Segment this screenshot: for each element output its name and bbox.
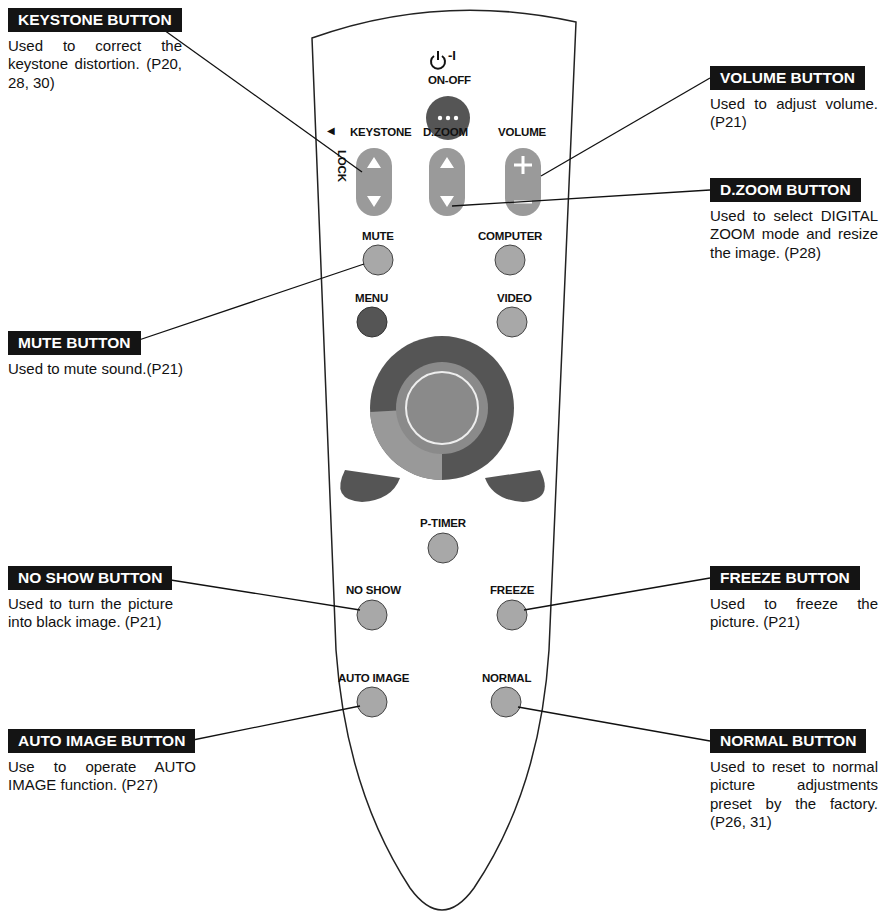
callout-description: Used to reset to normal picture adjustme… bbox=[710, 758, 878, 831]
button-label: ◀ bbox=[327, 125, 335, 136]
volume-rocker bbox=[505, 148, 541, 216]
button-label: MENU bbox=[355, 292, 388, 304]
volume-signs bbox=[514, 156, 532, 202]
callout-description: Used to select DIGITAL ZOOM mode and res… bbox=[710, 207, 878, 262]
callout-normal: NORMAL BUTTON Used to reset to normal pic… bbox=[710, 729, 878, 831]
callout-heading: FREEZE BUTTON bbox=[710, 566, 860, 590]
callout-heading: KEYSTONE BUTTON bbox=[8, 8, 182, 32]
button-label: KEYSTONE bbox=[350, 126, 411, 138]
button-label: VOLUME bbox=[498, 126, 546, 138]
callout-heading: NORMAL BUTTON bbox=[710, 729, 866, 753]
keystone-rocker bbox=[356, 148, 392, 216]
callout-heading: AUTO IMAGE BUTTON bbox=[8, 729, 195, 753]
callout-description: Used to adjust volume. (P21) bbox=[710, 95, 878, 132]
nav-pad-inner bbox=[396, 362, 488, 454]
button-label: COMPUTER bbox=[478, 230, 542, 242]
button-label: AUTO IMAGE bbox=[338, 672, 409, 684]
button-label: VIDEO bbox=[497, 292, 532, 304]
callout-keystone: KEYSTONE BUTTON Used to correct the keyst… bbox=[8, 8, 182, 92]
leader-lines bbox=[130, 20, 710, 741]
callout-auto-image: AUTO IMAGE BUTTON Use to operate AUTO IMA… bbox=[8, 729, 196, 795]
power-dots bbox=[438, 116, 458, 120]
callout-description: Used to turn the picture into black imag… bbox=[8, 595, 173, 632]
button-label: NO SHOW bbox=[346, 584, 401, 596]
callout-heading: VOLUME BUTTON bbox=[710, 66, 865, 90]
button-label: LOCK bbox=[336, 150, 348, 182]
callout-zoom: D.ZOOM BUTTON Used to select DIGITAL ZOOM… bbox=[710, 178, 878, 262]
callout-heading: MUTE BUTTON bbox=[8, 331, 141, 355]
callout-freeze: FREEZE BUTTON Used to freeze the picture.… bbox=[710, 566, 878, 632]
power-icon bbox=[431, 51, 445, 69]
keystone-arrows bbox=[367, 157, 381, 207]
remote-housing bbox=[312, 10, 576, 910]
zoom-arrows bbox=[440, 157, 454, 207]
callout-description: Used to correct the keystone distortion.… bbox=[8, 37, 182, 92]
nav-pad bbox=[370, 336, 514, 480]
button-label: ON-OFF bbox=[428, 74, 471, 86]
button-label: D.ZOOM bbox=[423, 126, 468, 138]
callout-description: Used to mute sound.(P21) bbox=[8, 360, 238, 378]
nav-pad-ring bbox=[406, 372, 478, 444]
right-wing bbox=[485, 470, 545, 502]
button-label: -I bbox=[448, 48, 456, 63]
callout-no-show: NO SHOW BUTTON Used to turn the picture i… bbox=[8, 566, 173, 632]
button-label: P-TIMER bbox=[420, 517, 466, 529]
callout-volume: VOLUME BUTTON Used to adjust volume. (P21… bbox=[710, 66, 878, 132]
callout-heading: NO SHOW BUTTON bbox=[8, 566, 172, 590]
menu-button bbox=[357, 307, 387, 337]
callout-heading: D.ZOOM BUTTON bbox=[710, 178, 861, 202]
callout-mute: MUTE BUTTON Used to mute sound.(P21) bbox=[8, 331, 238, 378]
button-label: MUTE bbox=[362, 230, 394, 242]
callout-description: Used to freeze the picture. (P21) bbox=[710, 595, 878, 632]
callout-description: Use to operate AUTO IMAGE function. (P27… bbox=[8, 758, 196, 795]
button-label: FREEZE bbox=[490, 584, 534, 596]
button-label: NORMAL bbox=[482, 672, 531, 684]
left-wing bbox=[340, 470, 400, 502]
